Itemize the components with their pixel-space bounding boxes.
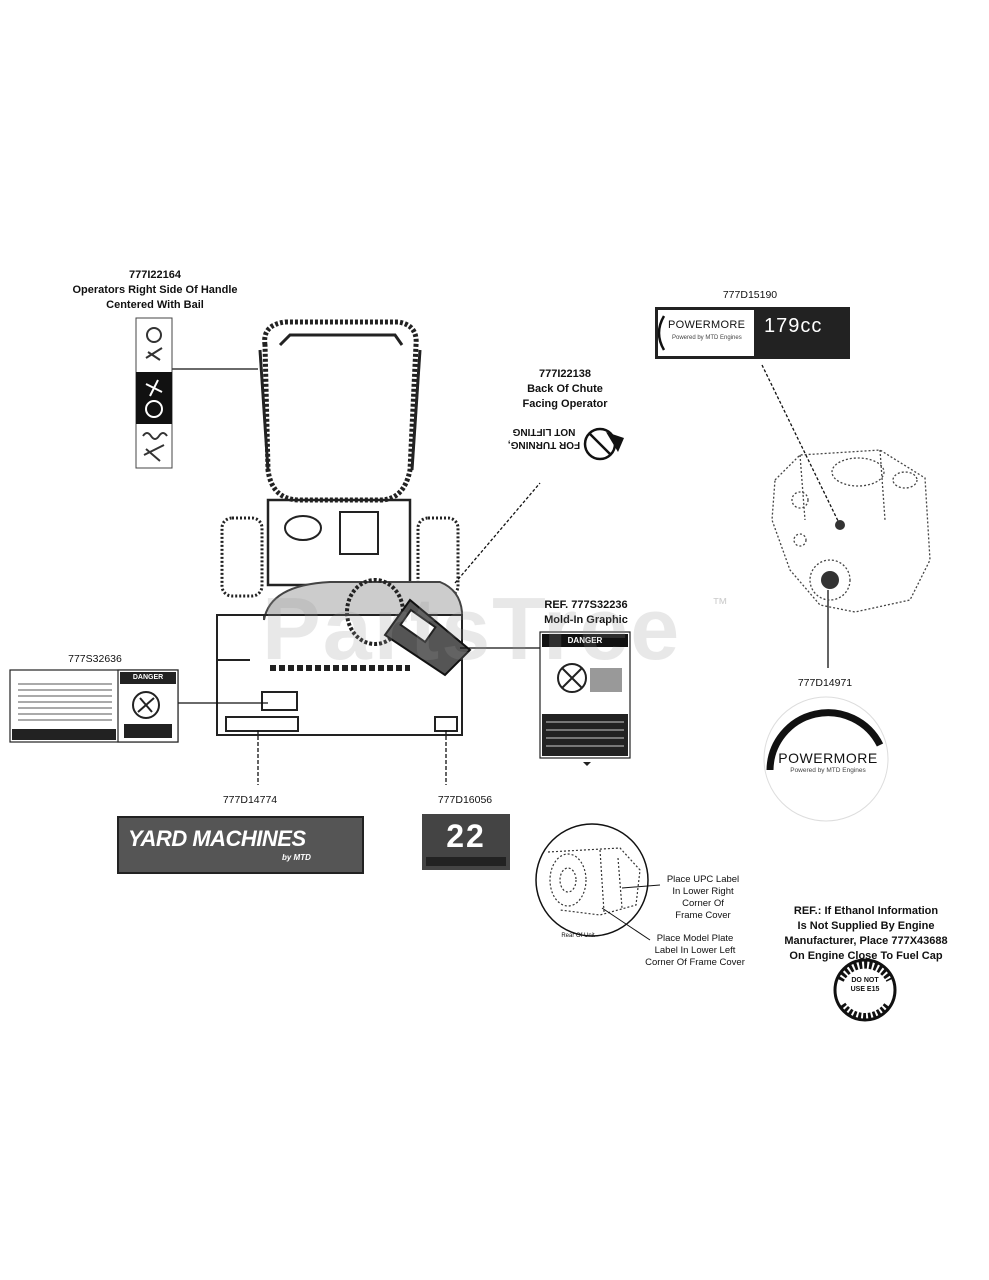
brand-decal-part-number: 777D14774: [222, 794, 278, 806]
number-decal-part-number: 777D16056: [437, 794, 493, 806]
chute-decal-callout: 777I22138 Back Of Chute Facing Operator: [500, 367, 630, 412]
upc-note-line-4: Frame Cover: [675, 910, 731, 921]
yard-machines-brand: YARD MACHINES: [128, 826, 306, 851]
model-number-value: 22: [446, 818, 486, 854]
fuel-badge-line-1: DO NOT: [851, 977, 879, 984]
yard-machines-decal: [117, 816, 364, 874]
snow-blower-drawing: [216, 319, 472, 736]
powermore-label: [655, 307, 850, 359]
upc-note-line-1: Place UPC Label: [666, 874, 740, 885]
watermark-trademark: ™: [712, 596, 728, 613]
model-plate-note-line-1: Place Model Plate: [656, 933, 734, 944]
mold-graphic-callout: REF. 777S32236 Mold-In Graphic: [536, 598, 636, 628]
upc-note-line-3: Corner Of: [682, 898, 724, 909]
powermore-label-size: 179cc: [764, 315, 823, 337]
model-plate-note-line-3: Corner Of Frame Cover: [645, 957, 745, 968]
handle-decal-location-2: Centered With Bail: [106, 299, 204, 311]
mold-graphic-danger: DANGER: [567, 636, 603, 645]
powermore-label-brand: POWERMORE: [668, 319, 746, 331]
dash-decal-danger: DANGER: [132, 674, 164, 681]
handle-decal-strip: [135, 317, 173, 469]
chute-decal-text: FOR TURNING, NOT LIFTING: [504, 425, 584, 451]
rear-of-unit-detail: [535, 823, 661, 941]
leader-lines: [172, 364, 841, 785]
engine-drawing: [771, 449, 931, 613]
chute-decal-text-1: FOR TURNING,: [507, 439, 581, 450]
ethanol-note-line-3: Manufacturer, Place 777X43688: [784, 935, 948, 947]
ethanol-note: REF.: If Ethanol Information Is Not Supp…: [776, 904, 956, 964]
dash-panel-decal: [9, 669, 179, 743]
chute-decal-location-2: Facing Operator: [522, 398, 608, 410]
engine-round-part-number: 777D14971: [797, 677, 853, 689]
partstree-watermark: PartsTree: [262, 579, 682, 678]
powermore-round-decal: [763, 696, 889, 822]
model-number-decal: [422, 814, 510, 870]
chute-decal-text-2: NOT LIFTING: [512, 426, 576, 437]
handle-decal-part-number: 777I22164: [129, 269, 181, 281]
powermore-round-brand: POWERMORE: [778, 750, 878, 766]
rear-of-unit-label: Rear Of Unit: [561, 933, 595, 939]
fuel-badge: [833, 958, 897, 1022]
powermore-label-tagline: Powered by MTD Engines: [672, 335, 742, 341]
ethanol-note-line-2: Is Not Supplied By Engine: [797, 920, 935, 932]
engine-label-part-number: 777D15190: [722, 289, 778, 301]
upc-label-note: Place UPC Label In Lower Right Corner Of…: [648, 874, 758, 922]
handle-decal-callout: 777I22164 Operators Right Side Of Handle…: [60, 268, 250, 313]
ethanol-note-line-4: On Engine Close To Fuel Cap: [789, 950, 943, 962]
chute-decal-part-number: 777I22138: [539, 368, 591, 380]
mold-in-graphic: [539, 631, 631, 766]
mold-graphic-part-number: REF. 777S32236: [544, 599, 628, 611]
yard-machines-by: by MTD: [282, 853, 311, 862]
fuel-badge-text: DO NOT USE E15: [845, 976, 885, 994]
model-plate-note: Place Model Plate Label In Lower Left Co…: [636, 933, 754, 969]
fuel-badge-line-2: USE E15: [850, 986, 880, 993]
handle-decal-location: Operators Right Side Of Handle: [72, 284, 238, 296]
chute-decal: [502, 420, 628, 470]
powermore-round-tagline: Powered by MTD Engines: [790, 767, 866, 774]
upc-note-line-2: In Lower Right: [672, 886, 734, 897]
dash-decal-part-number: 777S32636: [68, 653, 122, 665]
chute-decal-location: Back Of Chute: [527, 383, 603, 395]
mold-graphic-description: Mold-In Graphic: [544, 614, 628, 626]
ethanol-note-line-1: REF.: If Ethanol Information: [793, 905, 939, 917]
model-plate-note-line-2: Label In Lower Left: [654, 945, 736, 956]
